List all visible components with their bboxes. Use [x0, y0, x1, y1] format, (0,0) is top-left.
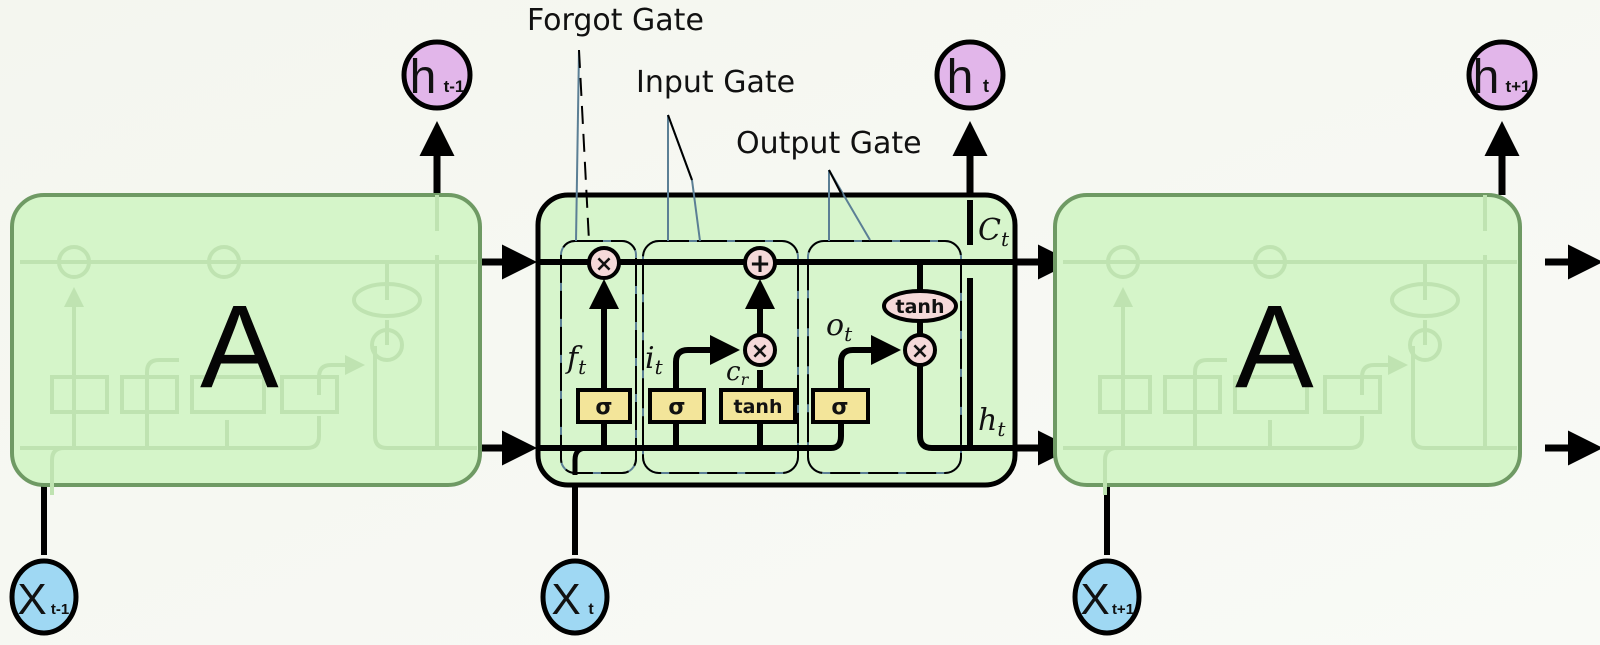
cell-box — [535, 192, 1018, 488]
gate-regions — [560, 240, 962, 474]
svg-text:t-1: t-1 — [51, 601, 69, 618]
svg-text:h: h — [1473, 51, 1500, 104]
input-node-prev: X t-1 — [9, 558, 79, 636]
hidden-node-current: h t — [934, 39, 1006, 111]
hidden-output-line — [917, 365, 1013, 451]
input-node-current: X t — [540, 558, 610, 636]
input-multiply-op: × — [743, 333, 777, 367]
svg-text:h: h — [410, 51, 437, 104]
svg-text:t+1: t+1 — [1505, 77, 1530, 96]
forget-gate-label: Forgot Gate — [527, 3, 704, 38]
input-gate-label: Input Gate — [636, 65, 795, 100]
output-gate-region-dash — [807, 240, 962, 474]
svg-text:h: h — [947, 51, 974, 104]
svg-text:×: × — [595, 252, 613, 277]
output-arrow — [838, 335, 901, 395]
svg-text:×: × — [911, 339, 929, 364]
hidden-node-prev: h t-1 — [401, 39, 473, 111]
cell-state-var-label: Ct — [978, 213, 1010, 251]
svg-text:X: X — [17, 575, 46, 624]
svg-text:t: t — [588, 601, 594, 618]
forget-sigma-layer: σ — [576, 388, 632, 424]
cell-label: A — [1235, 281, 1314, 413]
nn-layers: σ σ tanh σ — [576, 388, 870, 424]
output-multiply-op: × — [903, 333, 937, 367]
cell-add-op: + — [743, 246, 777, 280]
svg-text:σ: σ — [595, 395, 612, 420]
output-nodes: h t-1 h t h t+1 — [401, 39, 1538, 111]
svg-text:t-1: t-1 — [444, 77, 465, 96]
faded-internals — [20, 195, 477, 495]
forget-gate-region-dash — [560, 240, 637, 474]
output-sigma-layer: σ — [811, 388, 870, 424]
variable-labels: ft it cr ot Ct ht — [565, 213, 1010, 441]
faded-internals — [1063, 195, 1517, 495]
svg-text:X: X — [551, 575, 580, 624]
annotation-leaders — [575, 49, 871, 242]
output-connectors — [419, 121, 1520, 200]
cell-label: A — [200, 281, 279, 413]
lstm-cell-current: × + × × tanh σ — [535, 49, 1018, 488]
svg-text:σ: σ — [668, 395, 685, 420]
lstm-cell-prev: A — [10, 193, 482, 495]
svg-text:t+1: t+1 — [1112, 601, 1134, 618]
forget-multiply-op: × — [587, 246, 621, 280]
pointwise-ops: × + × × tanh — [587, 246, 958, 367]
candidate-var-label: cr — [726, 357, 750, 389]
svg-text:tanh: tanh — [896, 296, 945, 318]
input-arrow — [673, 335, 740, 395]
svg-text:tanh: tanh — [734, 396, 783, 418]
candidate-tanh-layer: tanh — [719, 388, 797, 424]
input-var-label: it — [645, 341, 664, 379]
svg-text:σ: σ — [831, 395, 848, 420]
input-merge-line — [572, 445, 588, 475]
hidden-state-var-label: ht — [978, 403, 1006, 441]
svg-text:+: + — [749, 249, 771, 279]
input-sigma-layer: σ — [648, 388, 706, 424]
input-nodes: X t-1 X t X t+1 — [9, 558, 1142, 636]
svg-text:×: × — [751, 339, 769, 364]
cell-tanh-op: tanh — [882, 289, 958, 323]
hidden-node-next: h t+1 — [1466, 39, 1538, 111]
output-var-label: ot — [826, 308, 853, 346]
output-gate-label: Output Gate — [736, 126, 922, 161]
lstm-cell-next: A — [1053, 193, 1522, 495]
input-node-next: X t+1 — [1072, 558, 1142, 636]
hidden-input-line — [540, 420, 844, 451]
input-gate-region-dash — [642, 240, 799, 474]
svg-text:t: t — [983, 76, 989, 96]
svg-text:X: X — [1080, 575, 1109, 624]
